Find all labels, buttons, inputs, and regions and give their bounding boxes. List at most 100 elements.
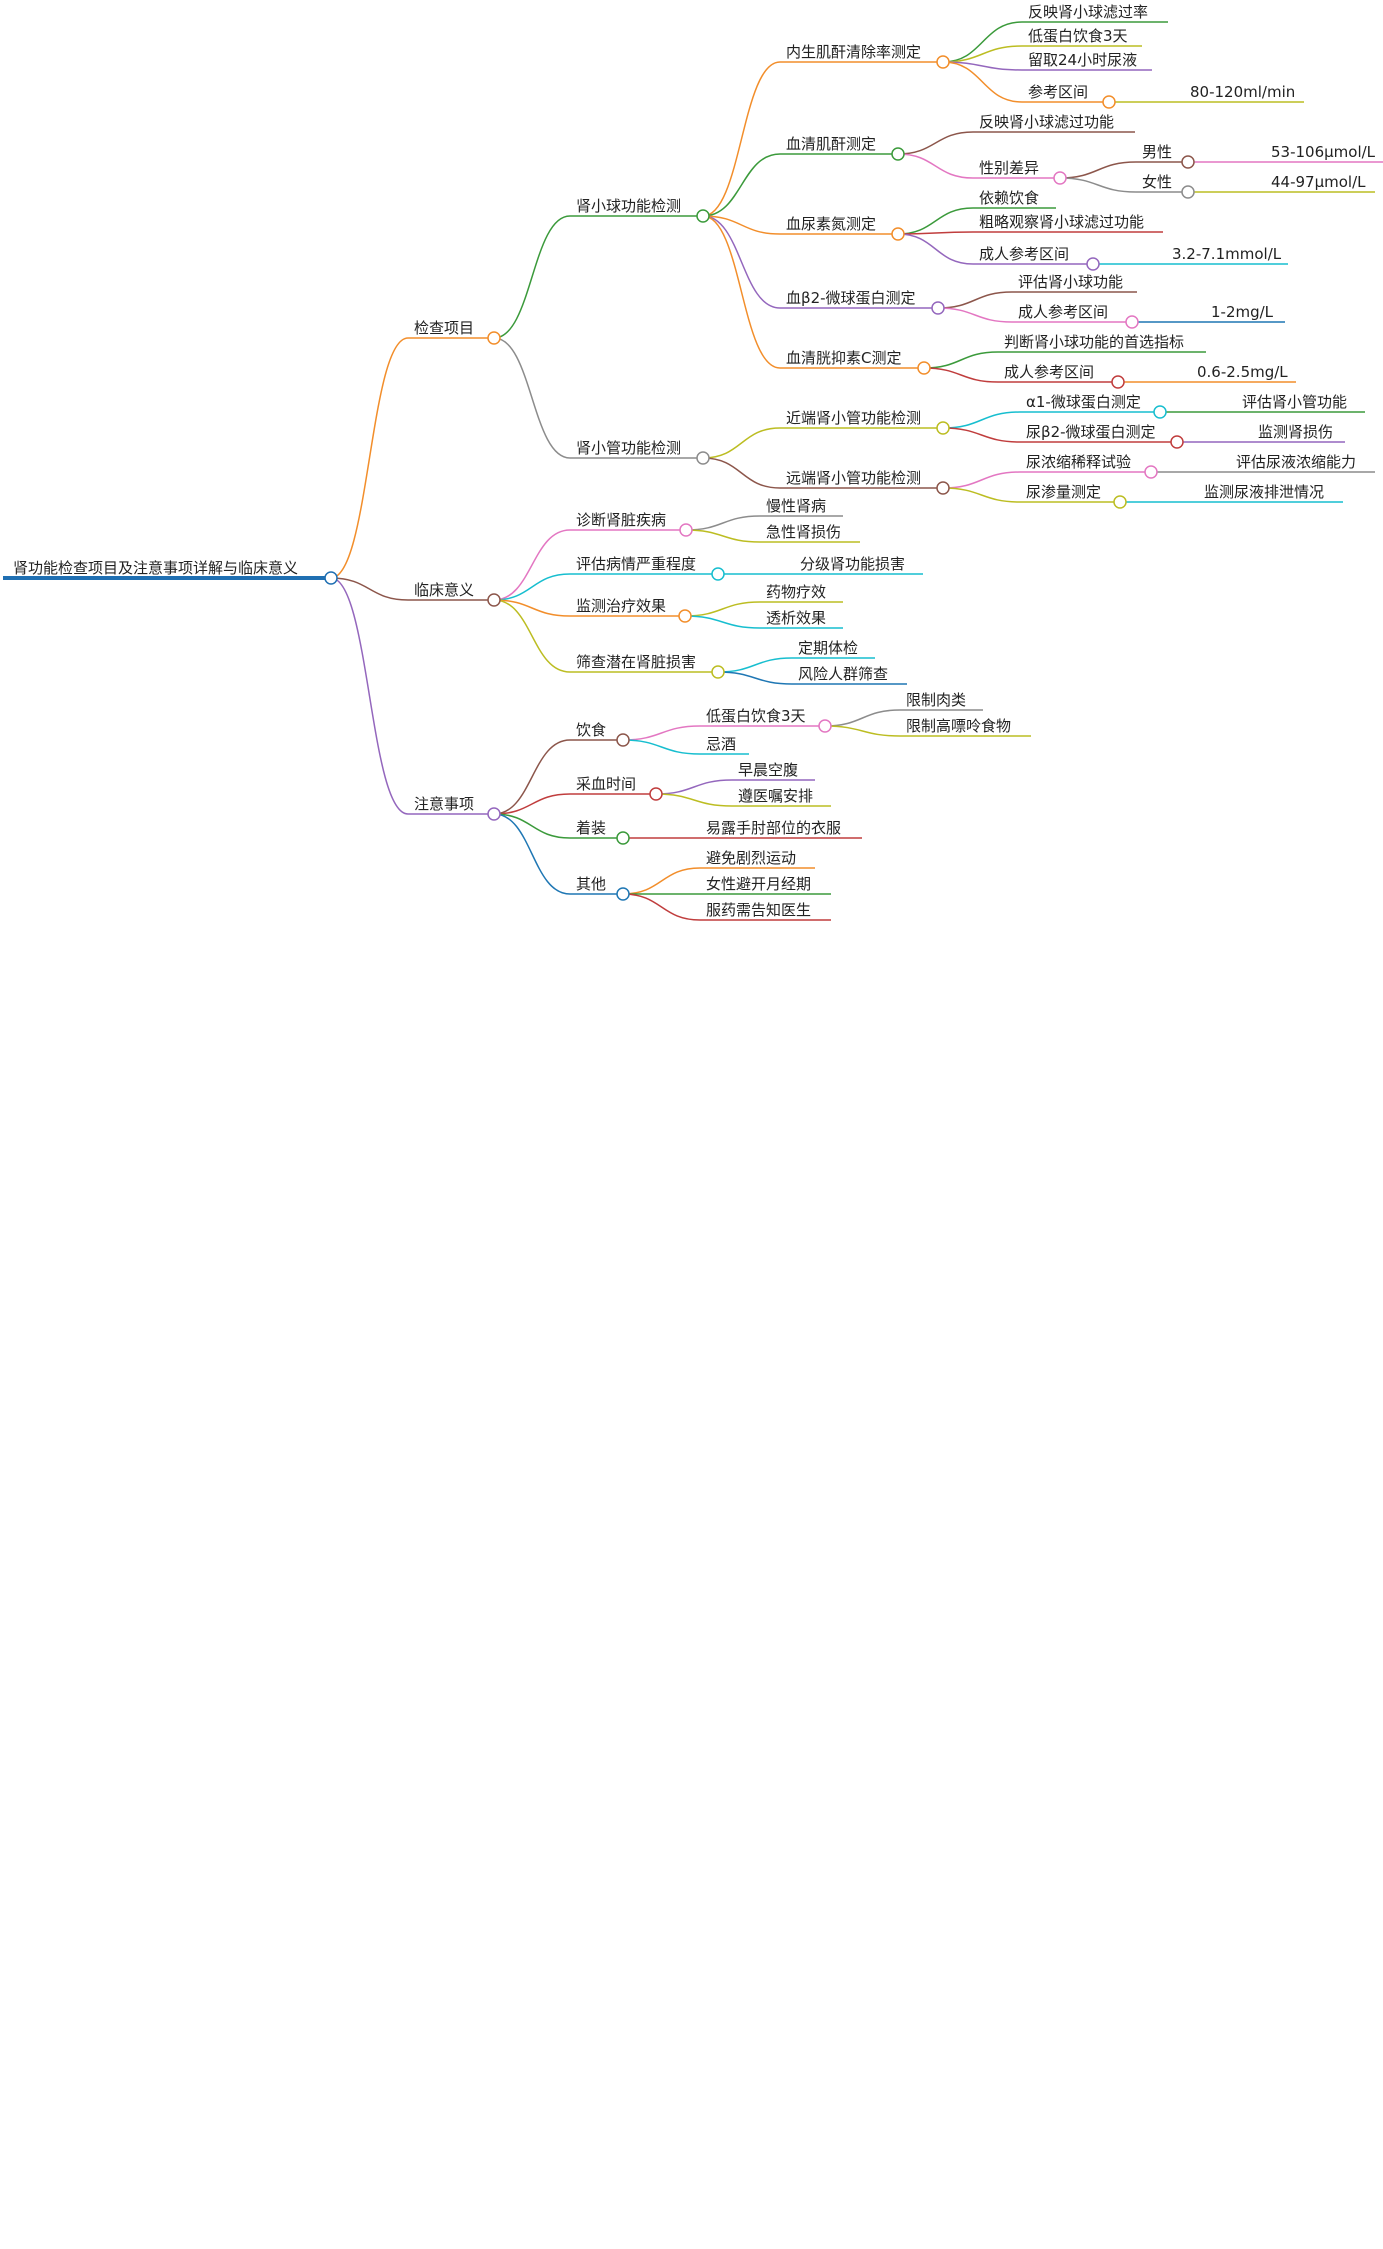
- expand-dot-diagnose[interactable]: [679, 523, 693, 537]
- node-label-ccr_diet: 低蛋白饮食3天: [1028, 27, 1128, 45]
- expand-dot-scr_male[interactable]: [1181, 155, 1195, 169]
- edge-lowprotein-to-limit_purine: [824, 725, 901, 737]
- node-label-concentration_val: 评估尿液浓缩能力: [1236, 453, 1356, 471]
- edge-proximal-to-ub2m: [942, 427, 1021, 443]
- node-label-bun_rough: 粗略观察肾小球滤过功能: [979, 213, 1144, 231]
- node-label-a1m_val: 评估肾小管功能: [1242, 393, 1347, 411]
- node-label-scr_reflect: 反映肾小球滤过功能: [979, 113, 1114, 131]
- edge-bun-to-bun_rough: [897, 231, 974, 235]
- expand-dot-bun_ref[interactable]: [1086, 257, 1100, 271]
- expand-dot-others[interactable]: [616, 887, 630, 901]
- node-label-cysc_ref: 成人参考区间: [1004, 363, 1094, 381]
- expand-dot-monitor[interactable]: [678, 609, 692, 623]
- node-label-b2m_ref: 成人参考区间: [1018, 303, 1108, 321]
- edge-ccr-to-ccr_diet: [942, 45, 1023, 63]
- node-label-limit_meat: 限制肉类: [906, 691, 966, 709]
- expand-dot-a1m[interactable]: [1153, 405, 1167, 419]
- mindmap-node-dots: [324, 55, 1195, 901]
- node-label-a1m: α1-微球蛋白测定: [1026, 393, 1141, 411]
- expand-dot-ccr[interactable]: [936, 55, 950, 69]
- expand-dot-scr_sex[interactable]: [1053, 171, 1067, 185]
- expand-dot-clothing[interactable]: [616, 831, 630, 845]
- expand-dot-cysc[interactable]: [917, 361, 931, 375]
- expand-dot-diet[interactable]: [616, 733, 630, 747]
- edge-glomerular-to-scr: [702, 153, 781, 217]
- expand-dot-proximal[interactable]: [936, 421, 950, 435]
- edge-scr_sex-to-scr_male: [1059, 161, 1137, 179]
- edge-ccr-to-ccr_urine: [942, 61, 1023, 71]
- node-label-grading: 分级肾功能损害: [800, 555, 905, 573]
- node-label-clothing: 着装: [576, 819, 606, 837]
- node-label-cysc_first: 判断肾小球功能的首选指标: [1004, 333, 1184, 351]
- expand-dot-severity[interactable]: [711, 567, 725, 581]
- edge-screen-to-risk: [717, 671, 793, 685]
- edge-tubular-to-proximal: [702, 427, 781, 459]
- expand-dot-blood_time[interactable]: [649, 787, 663, 801]
- node-label-blood_time: 采血时间: [576, 775, 636, 793]
- expand-dot-exam[interactable]: [487, 331, 501, 345]
- node-label-ckd: 慢性肾病: [766, 497, 826, 515]
- node-label-severity: 评估病情严重程度: [576, 555, 696, 573]
- node-label-medication: 服药需告知医生: [706, 901, 811, 919]
- node-label-exam: 检查项目: [414, 319, 474, 337]
- edge-diagnose-to-ckd: [685, 515, 761, 531]
- expand-dot-osmolality[interactable]: [1113, 495, 1127, 509]
- edge-distal-to-concentration: [942, 471, 1021, 489]
- expand-dot-root[interactable]: [324, 571, 338, 585]
- node-label-ccr_ref_val: 80-120ml/min: [1190, 83, 1295, 101]
- node-label-root: 肾功能检查项目及注意事项详解与临床意义: [13, 559, 298, 577]
- expand-dot-ccr_ref[interactable]: [1102, 95, 1116, 109]
- edge-proximal-to-a1m: [942, 411, 1021, 429]
- edge-tubular-to-distal: [702, 457, 781, 489]
- expand-dot-concentration[interactable]: [1144, 465, 1158, 479]
- expand-dot-b2m[interactable]: [931, 301, 945, 315]
- node-label-osmolality: 尿渗量测定: [1026, 483, 1101, 501]
- node-label-risk: 风险人群筛查: [798, 665, 888, 683]
- expand-dot-b2m_ref[interactable]: [1125, 315, 1139, 329]
- expand-dot-ub2m[interactable]: [1170, 435, 1184, 449]
- node-label-cysc: 血清胱抑素C测定: [786, 349, 901, 367]
- edge-distal-to-osmolality: [942, 487, 1021, 503]
- edge-clinical-to-diagnose: [493, 529, 571, 601]
- expand-dot-bun[interactable]: [891, 227, 905, 241]
- node-label-scr_male_val: 53-106μmol/L: [1271, 143, 1376, 161]
- expand-dot-scr[interactable]: [891, 147, 905, 161]
- edge-clinical-to-severity: [493, 573, 571, 601]
- expand-dot-distal[interactable]: [936, 481, 950, 495]
- node-label-bun: 血尿素氮测定: [786, 215, 876, 233]
- edge-cysc-to-cysc_ref: [923, 367, 999, 383]
- expand-dot-clinical[interactable]: [487, 593, 501, 607]
- node-label-osmolality_val: 监测尿液排泄情况: [1204, 483, 1324, 501]
- node-label-monitor: 监测治疗效果: [576, 597, 666, 615]
- edge-diet-to-lowprotein: [622, 725, 701, 741]
- node-label-diagnose: 诊断肾脏疾病: [576, 511, 666, 529]
- node-label-ub2m_val: 监测肾损伤: [1258, 423, 1333, 441]
- edge-root-to-clinical: [330, 577, 409, 601]
- edge-glomerular-to-b2m: [702, 215, 781, 309]
- expand-dot-screen[interactable]: [711, 665, 725, 679]
- edge-clinical-to-screen: [493, 599, 571, 673]
- edge-monitor-to-drug: [684, 601, 761, 617]
- expand-dot-lowprotein[interactable]: [818, 719, 832, 733]
- expand-dot-tubular[interactable]: [696, 451, 710, 465]
- edge-b2m-to-b2m_eval: [937, 291, 1013, 309]
- edge-root-to-notes: [330, 577, 409, 815]
- node-label-checkup: 定期体检: [798, 639, 858, 657]
- node-label-bun_diet: 依赖饮食: [979, 189, 1039, 207]
- node-label-b2m_eval: 评估肾小球功能: [1018, 273, 1123, 291]
- node-label-scr_male: 男性: [1142, 143, 1172, 161]
- expand-dot-notes[interactable]: [487, 807, 501, 821]
- node-label-ccr_ref: 参考区间: [1028, 83, 1088, 101]
- node-label-exercise: 避免剧烈运动: [706, 849, 796, 867]
- node-label-menstrual: 女性避开月经期: [706, 875, 811, 893]
- node-label-follow: 遵医嘱安排: [738, 787, 813, 805]
- node-label-cysc_ref_val: 0.6-2.5mg/L: [1197, 363, 1288, 381]
- expand-dot-glomerular[interactable]: [696, 209, 710, 223]
- node-label-no_alcohol: 忌酒: [706, 735, 736, 753]
- node-label-bun_ref_val: 3.2-7.1mmol/L: [1172, 245, 1282, 263]
- expand-dot-scr_female[interactable]: [1181, 185, 1195, 199]
- node-label-aki: 急性肾损伤: [766, 523, 841, 541]
- expand-dot-cysc_ref[interactable]: [1111, 375, 1125, 389]
- edge-lowprotein-to-limit_meat: [824, 709, 901, 727]
